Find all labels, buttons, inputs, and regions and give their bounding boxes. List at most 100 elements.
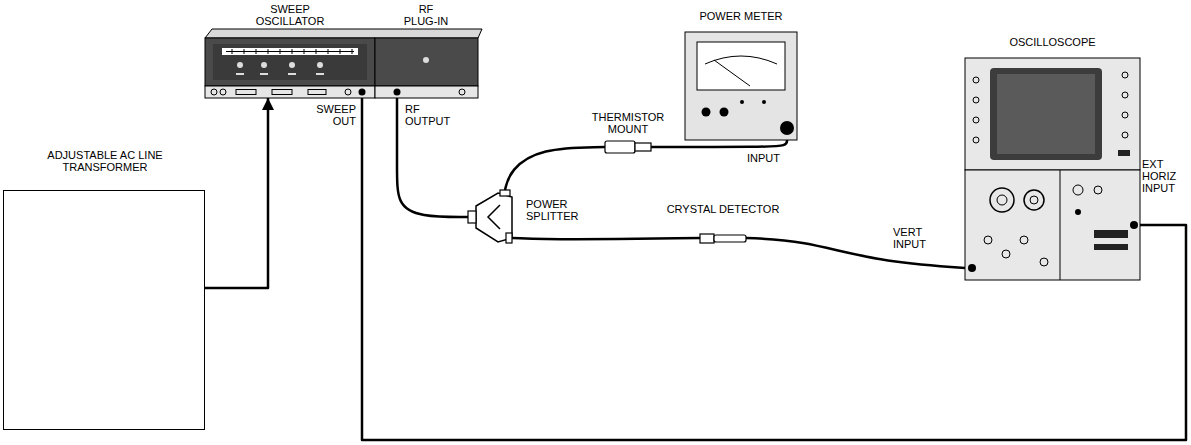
screen-bezel: [990, 68, 1102, 160]
scope-dial: [1024, 190, 1044, 210]
oscilloscope-drawing: [965, 58, 1140, 280]
meter-switch: [740, 100, 744, 104]
meter-input-jack: [780, 121, 794, 135]
equipment-label: SWEEP OSCILLATOR: [245, 3, 335, 27]
control-strip: [375, 86, 478, 98]
mount-body: [605, 141, 635, 153]
strip-switch: [272, 90, 292, 95]
port-label: RF OUTPUT: [405, 103, 455, 127]
thermistor-mount-drawing: [605, 141, 651, 153]
scope-dial: [990, 188, 1014, 212]
panel-knob: [261, 62, 267, 68]
scope-knob: [973, 117, 979, 123]
port-label: VERT INPUT: [893, 226, 943, 250]
power-meter-drawing: [685, 32, 797, 140]
scope-knob: [1075, 209, 1081, 215]
cable: [651, 140, 787, 147]
ext-horiz-jack: [1130, 221, 1138, 229]
scope-dial: [997, 195, 1007, 205]
panel-marks: [236, 73, 324, 75]
equipment-label: RF PLUG-IN: [401, 3, 451, 27]
plug-in-unit: [965, 170, 1140, 280]
cable: [397, 98, 468, 217]
port-label: SWEEP OUT: [314, 103, 356, 127]
splitter-port: [500, 190, 510, 196]
thermistor-mount: THERMISTOR MOUNT: [605, 141, 651, 153]
strip-control: [211, 89, 217, 95]
equipment-label: CRYSTAL DETECTOR: [643, 203, 803, 215]
meter-case: [685, 32, 797, 140]
power-splitter: POWER SPLITTER: [468, 190, 512, 244]
vert-input-jack: [968, 264, 976, 272]
meter-window: [697, 42, 785, 90]
scope-knob: [1040, 258, 1048, 266]
splitter-mark: [488, 205, 500, 229]
meter-scale: [705, 56, 777, 64]
plug-in-divider: [1060, 170, 1061, 280]
cable: [505, 147, 605, 190]
strip-control: [220, 89, 226, 95]
scope-knob: [1073, 185, 1083, 195]
rf-output-jack: [394, 89, 401, 96]
strip-switch: [308, 90, 326, 95]
scope-knob: [1020, 236, 1028, 244]
meter-knob: [720, 108, 729, 117]
panel-knob: [289, 62, 295, 68]
splitter-port: [468, 211, 476, 223]
equipment-label: THERMISTOR MOUNT: [585, 111, 671, 135]
strip-switch: [236, 90, 256, 95]
oscilloscope: OSCILLOSCOPEEXT HORIZ INPUTVERT INPUT: [965, 58, 1140, 280]
scope-switch-bank: [1094, 244, 1128, 250]
sweep-oscillator-drawing: [205, 29, 482, 98]
equipment-label: POWER METER: [681, 10, 801, 22]
detector-connector: [700, 234, 714, 243]
scope-knob: [973, 77, 979, 83]
scope-knob: [973, 97, 979, 103]
power-splitter-drawing: [468, 190, 512, 243]
scope-knob: [1122, 112, 1128, 118]
panel-inset: [213, 44, 367, 80]
port-label: EXT HORIZ INPUT: [1142, 158, 1188, 194]
control-strip: [205, 86, 375, 98]
plug-in-panel: [375, 38, 478, 86]
front-panel: [205, 38, 375, 86]
scope-knob: [1122, 92, 1128, 98]
mount-connector: [635, 143, 651, 151]
scope-knob: [1002, 250, 1010, 258]
sweep-oscillator: SWEEP OSCILLATORSWEEP OUT: [205, 38, 375, 98]
crystal-detector: CRYSTAL DETECTOR: [700, 233, 746, 243]
power-meter: POWER METERINPUT: [685, 32, 797, 140]
scale-ticks: [226, 49, 354, 54]
scope-knob: [1122, 132, 1128, 138]
strip-control: [345, 89, 351, 95]
scope-switch-bank: [1094, 230, 1128, 238]
port-label: INPUT: [747, 152, 791, 164]
panel-knob: [317, 62, 323, 68]
scope-knob: [984, 236, 992, 244]
cable: [362, 98, 1186, 440]
cable: [205, 98, 268, 288]
rf-plug-in: RF PLUG-INRF OUTPUT: [375, 38, 478, 98]
splitter-body: [476, 193, 512, 242]
equipment-label: OSCILLOSCOPE: [955, 36, 1150, 48]
splitter-port: [506, 233, 512, 243]
plug-in-knob: [423, 57, 429, 63]
strip-control: [459, 89, 465, 95]
frequency-scale: [222, 48, 358, 55]
scope-switch: [1118, 150, 1130, 156]
cable: [512, 238, 700, 239]
equipment-label: POWER SPLITTER: [526, 198, 582, 222]
crystal-detector-drawing: [700, 234, 746, 243]
equipment-label: ADJUSTABLE AC LINE TRANSFORMER: [20, 149, 190, 173]
panel-knob: [237, 62, 243, 68]
cabinet-top: [205, 29, 482, 38]
scope-knob: [973, 137, 979, 143]
sweep-out-jack: [359, 89, 366, 96]
meter-switch: [762, 100, 766, 104]
meter-needle: [714, 60, 750, 86]
screen: [997, 74, 1095, 154]
meter-knob: [702, 108, 711, 117]
